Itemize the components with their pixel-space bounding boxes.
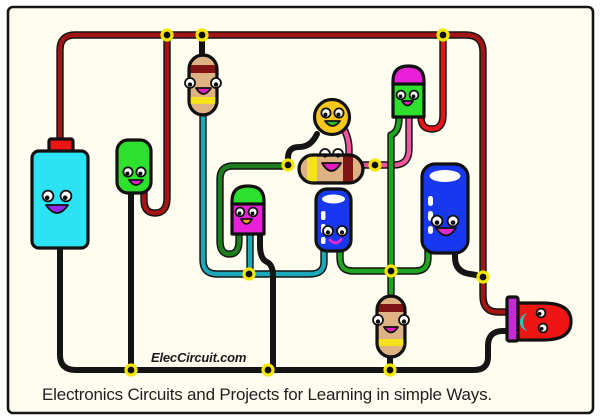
resistor3-character: [372, 294, 410, 359]
led4-mouth: [520, 313, 529, 331]
led4-flange: [505, 295, 520, 343]
wire-branch-led1: [141, 32, 170, 216]
resistor2-character: [297, 148, 365, 185]
junction-dot: [261, 363, 275, 377]
junction-dot: [383, 363, 397, 377]
lamp-character: [312, 97, 352, 137]
capacitor2-highlight: [429, 170, 461, 182]
junction-dot: [124, 363, 138, 377]
led2-dome: [391, 64, 426, 87]
junction-dot: [160, 28, 174, 42]
wire-ground-rail: [57, 241, 513, 373]
led4-character: [505, 295, 573, 343]
wire-led3-loop: [217, 163, 290, 257]
led1-character: [115, 138, 153, 195]
capacitor2-body: [420, 162, 470, 255]
wire-teal-run: [200, 109, 327, 277]
junction-dot: [476, 270, 490, 284]
lamp-body: [312, 97, 352, 137]
battery-mouth: [45, 204, 69, 214]
wire-green-caps: [337, 247, 431, 274]
junction-dot: [436, 28, 450, 42]
watermark-text: ElecCircuit.com: [151, 350, 247, 365]
junction-dots: [124, 28, 490, 377]
junction-dot: [281, 158, 295, 172]
capacitor1-character: [314, 187, 353, 253]
resistor1-character: [184, 53, 222, 117]
wire-red-led2: [418, 32, 446, 132]
capacitor1-highlight: [322, 194, 345, 204]
wire-green-vertical: [388, 115, 402, 296]
wire-led3-right: [257, 229, 276, 371]
junction-dot: [384, 264, 398, 278]
capacitor2-character: [420, 162, 470, 255]
battery-body: [30, 149, 90, 250]
caption-text: Electronics Circuits and Projects for Le…: [42, 385, 492, 404]
led2-character: [391, 64, 426, 119]
wire-positive-rail: [57, 32, 513, 315]
junction-dot: [195, 28, 209, 42]
battery-character: [30, 137, 90, 250]
canvas-frame: [6, 5, 595, 415]
led4-body: [516, 301, 573, 342]
junction-dot: [242, 267, 256, 281]
led3-character: [230, 184, 266, 236]
wire-lamp-left: [285, 131, 320, 169]
junction-dot: [368, 158, 382, 172]
led3-dome: [230, 184, 266, 207]
